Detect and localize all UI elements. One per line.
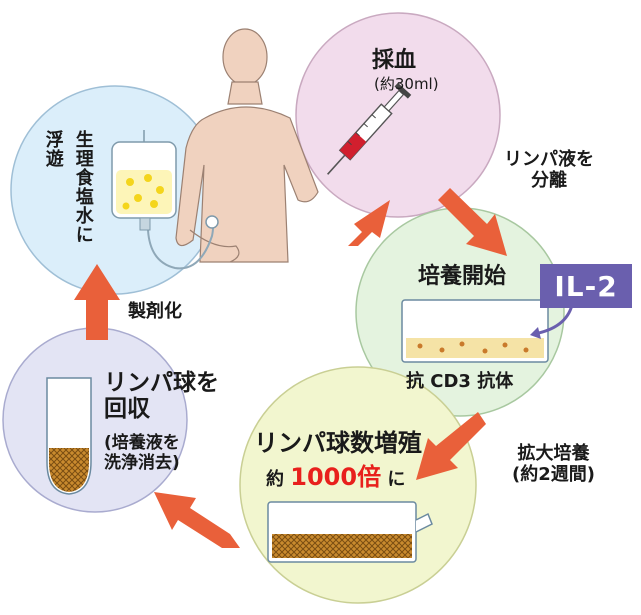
arrow-proliferation-to-collect xyxy=(154,492,240,548)
proliferation-prefix: 約 xyxy=(266,469,284,490)
saline-line2: 浮遊 xyxy=(42,130,64,168)
patient-figure xyxy=(147,28,319,270)
blood-volume-label: (約30ml) xyxy=(374,75,439,93)
syringe-icon xyxy=(327,82,412,175)
arrow-collect-to-saline xyxy=(74,264,120,340)
arrow-culture-to-proliferation xyxy=(416,412,486,480)
blood-collection-circle xyxy=(295,12,501,218)
proliferation-amount: 約 1000倍 に xyxy=(266,463,406,492)
blood-collection-title: 採血 xyxy=(372,48,417,73)
arrow-blood-to-separate xyxy=(438,188,507,256)
expansion-flask-icon xyxy=(267,501,433,563)
proliferation-title: リンパ球数増殖 xyxy=(254,429,422,457)
il2-badge: IL-2 xyxy=(540,264,632,308)
culture-start-title: 培養開始 xyxy=(418,264,507,289)
collect-title: リンパ球を 回収 xyxy=(104,370,219,423)
saline-bag-icon xyxy=(111,130,177,231)
saline-line1: 生理食塩水に xyxy=(72,130,94,244)
collect-note: (培養液を 洗浄消去) xyxy=(104,433,180,473)
expand-culture-label: 拡大培養 (約2週間) xyxy=(512,443,595,485)
centrifuge-tube-icon xyxy=(46,377,92,495)
cd3-antibody-label: 抗 CD3 抗体 xyxy=(406,371,514,392)
proliferation-multiplier: 1000倍 xyxy=(290,463,382,491)
separate-lymph-label: リンパ液を 分離 xyxy=(504,149,594,191)
proliferation-suffix: に xyxy=(387,469,406,490)
formulate-label: 製剤化 xyxy=(128,301,182,322)
arrow-patient-to-blood xyxy=(348,200,390,246)
culture-flask-icon xyxy=(401,299,549,363)
